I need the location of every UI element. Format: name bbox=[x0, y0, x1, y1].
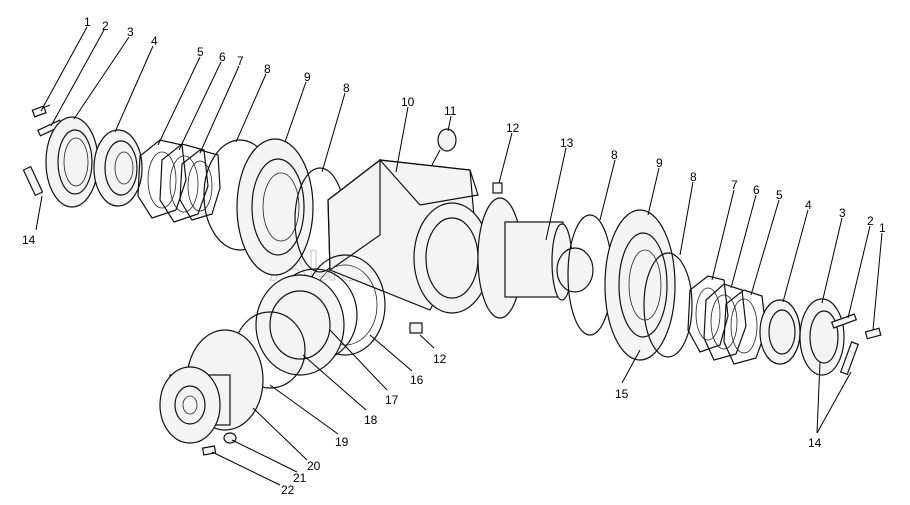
callout-2-right: 2 bbox=[867, 214, 874, 228]
right-shim-6 bbox=[703, 283, 747, 361]
callout-9-right: 9 bbox=[656, 156, 663, 170]
callout-1-right: 1 bbox=[879, 221, 886, 235]
callout-3-right: 3 bbox=[839, 206, 846, 220]
callout-9-left: 9 bbox=[304, 70, 311, 84]
callout-8-center-right: 8 bbox=[611, 148, 618, 162]
left-flange-9 bbox=[236, 138, 314, 276]
flange-18 bbox=[255, 274, 345, 376]
callout-6-right: 6 bbox=[753, 183, 760, 197]
left-cover-3 bbox=[45, 116, 99, 208]
plug-11 bbox=[431, 128, 457, 166]
callout-13: 13 bbox=[560, 136, 574, 150]
callout-19: 19 bbox=[335, 435, 349, 449]
callout-16: 16 bbox=[410, 373, 424, 387]
callout-15: 15 bbox=[615, 387, 629, 401]
callout-1-left: 1 bbox=[84, 15, 91, 29]
bolt-22 bbox=[201, 445, 217, 456]
right-tab-washer-14 bbox=[839, 341, 860, 376]
callout-21: 21 bbox=[293, 471, 307, 485]
callout-14-left: 14 bbox=[22, 233, 36, 247]
callout-12-top: 12 bbox=[506, 121, 520, 135]
left-shim-7 bbox=[179, 149, 221, 221]
callout-labels: 1 2 3 4 5 6 7 8 9 8 10 11 12 13 8 9 8 7 … bbox=[22, 15, 886, 497]
callout-6-left: 6 bbox=[219, 50, 226, 64]
right-shim-7 bbox=[687, 275, 729, 353]
callout-5-left: 5 bbox=[197, 45, 204, 59]
callout-17: 17 bbox=[385, 393, 399, 407]
plug-12-top bbox=[492, 182, 503, 194]
callout-11: 11 bbox=[444, 104, 457, 118]
callout-3-left: 3 bbox=[127, 25, 134, 39]
callout-7-left: 7 bbox=[237, 54, 244, 68]
left-shim-5 bbox=[137, 139, 187, 219]
callout-12-bottom: 12 bbox=[433, 352, 447, 366]
right-cover-3 bbox=[799, 298, 845, 376]
callout-5-right: 5 bbox=[776, 188, 783, 202]
hub-assembly-20 bbox=[159, 329, 264, 444]
left-shim-6 bbox=[159, 143, 209, 223]
right-oring-8b bbox=[643, 252, 693, 358]
callout-20: 20 bbox=[307, 459, 321, 473]
leader-lines bbox=[35, 26, 883, 486]
callout-4-right: 4 bbox=[805, 198, 812, 212]
right-bolt-1 bbox=[864, 327, 882, 340]
right-bearing-4 bbox=[759, 299, 801, 365]
callout-10: 10 bbox=[401, 95, 415, 109]
callout-18: 18 bbox=[364, 413, 378, 427]
callout-8-right: 8 bbox=[690, 170, 697, 184]
callout-22: 22 bbox=[281, 483, 295, 497]
callout-4-left: 4 bbox=[151, 34, 158, 48]
plug-12-bottom bbox=[409, 322, 423, 334]
callout-7-right: 7 bbox=[731, 178, 738, 192]
drive-gear-13 bbox=[477, 197, 594, 319]
callout-8-center-left: 8 bbox=[343, 81, 350, 95]
right-flange-9 bbox=[604, 209, 676, 361]
callout-14-right: 14 bbox=[808, 436, 822, 450]
callout-2-left: 2 bbox=[102, 19, 109, 33]
left-bearing-4 bbox=[93, 129, 143, 207]
left-tab-washer-14 bbox=[22, 165, 44, 197]
callout-8-left: 8 bbox=[264, 62, 271, 76]
right-lock-plate-2 bbox=[830, 313, 858, 329]
